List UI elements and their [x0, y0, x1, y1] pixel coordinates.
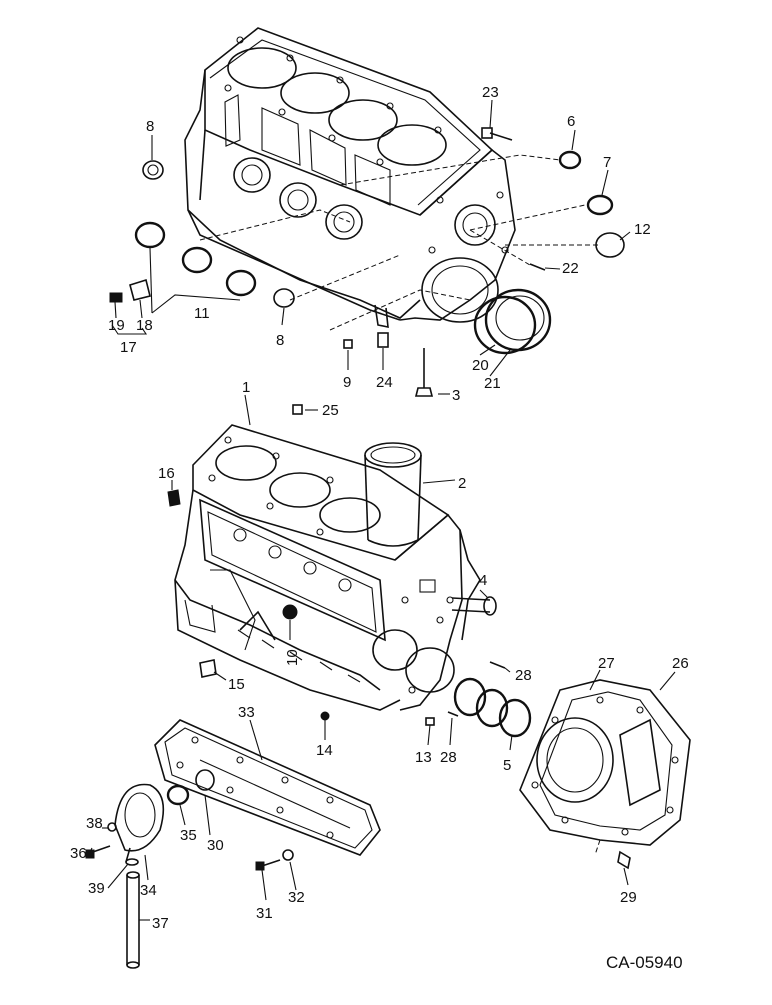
- callout-38: 38: [86, 815, 103, 832]
- leader-lines: [89, 99, 676, 921]
- callout-30: 30: [207, 837, 224, 854]
- callout-28a: 28: [515, 667, 532, 684]
- callout-21: 21: [484, 375, 501, 392]
- callout-13: 13: [415, 749, 432, 766]
- plug-9: [343, 339, 353, 349]
- seal-35: [166, 784, 190, 806]
- callout-37: 37: [152, 915, 169, 932]
- callout-7: 7: [603, 154, 611, 171]
- front-plate-26-27: [519, 679, 691, 870]
- plug-12: [595, 232, 625, 258]
- callout-18: 18: [136, 317, 153, 334]
- bolt-29: [617, 850, 631, 870]
- callout-15: 15: [228, 676, 245, 693]
- callout-9: 9: [343, 374, 351, 391]
- bushing-6: [558, 150, 582, 170]
- callout-32: 32: [288, 889, 305, 906]
- bearings-5: [453, 677, 532, 738]
- bolt-31: [261, 859, 281, 867]
- plug-11c: [225, 269, 257, 297]
- callout-6: 6: [567, 113, 575, 130]
- fitting-19: [109, 292, 123, 303]
- dowel-24: [377, 332, 389, 348]
- callout-20: 20: [472, 357, 489, 374]
- plug-13: [425, 717, 435, 726]
- plug-10: [282, 604, 298, 620]
- tube-4: [451, 596, 497, 616]
- clamp-39: [125, 858, 139, 866]
- pin-22: [529, 263, 546, 271]
- plug-11a: [134, 221, 166, 249]
- callout-34: 34: [140, 882, 157, 899]
- bolt-23: [489, 132, 513, 141]
- cylinder-liner-2: [364, 442, 422, 547]
- callout-11: 11: [194, 305, 210, 322]
- plug-11b: [181, 246, 213, 274]
- callout-5: 5: [503, 757, 511, 774]
- callout-2: 2: [458, 475, 466, 492]
- callout-39: 39: [88, 880, 105, 897]
- callout-26: 26: [672, 655, 689, 672]
- plug-25: [292, 404, 303, 415]
- plug-8-lower: [273, 288, 295, 308]
- callout-4: 4: [479, 572, 487, 589]
- bushing-7: [586, 194, 614, 216]
- callout-22: 22: [562, 260, 579, 277]
- sleeve-21: [484, 288, 552, 352]
- fitting-18: [129, 278, 151, 301]
- callout-33: 33: [238, 704, 255, 721]
- plug-8-upper: [142, 160, 164, 180]
- plug-14: [320, 711, 330, 721]
- callout-12: 12: [634, 221, 651, 238]
- callouts: 8 23 6 7 12 22 19 18 17 11 8 9 24 3 20 2…: [70, 84, 689, 972]
- seal-20: [473, 295, 537, 355]
- callout-14: 14: [316, 742, 333, 759]
- breather-34-37: [85, 783, 294, 969]
- callout-8-upper: 8: [146, 118, 154, 135]
- upper-engine-block: [184, 27, 516, 328]
- figure-code: CA-05940: [606, 953, 683, 972]
- callout-25: 25: [322, 402, 339, 419]
- callout-16: 16: [158, 465, 175, 482]
- breather-cap-34: [114, 783, 165, 852]
- pin-28a: [489, 661, 506, 669]
- upper-small-parts: [109, 127, 625, 397]
- callout-10: 10: [284, 649, 301, 666]
- washer-38: [107, 822, 117, 832]
- callout-27: 27: [598, 655, 615, 672]
- callout-23: 23: [482, 84, 499, 101]
- callout-36: 36: [70, 845, 87, 862]
- callout-19: 19: [108, 317, 125, 334]
- callout-8-lower: 8: [276, 332, 284, 349]
- side-cover-30-33: [154, 719, 381, 856]
- fitting-15: [199, 659, 217, 678]
- callout-28b: 28: [440, 749, 457, 766]
- washer-32: [282, 849, 294, 861]
- callout-3: 3: [452, 387, 460, 404]
- callout-35: 35: [180, 827, 197, 844]
- callout-31: 31: [256, 905, 273, 922]
- lower-small-parts: [167, 404, 532, 738]
- callout-29: 29: [620, 889, 637, 906]
- callout-1: 1: [242, 379, 250, 396]
- lower-engine-block: [174, 424, 481, 711]
- fitting-16: [167, 489, 181, 507]
- callout-24: 24: [376, 374, 393, 391]
- pin-28b: [447, 711, 459, 717]
- callout-17: 17: [120, 339, 137, 356]
